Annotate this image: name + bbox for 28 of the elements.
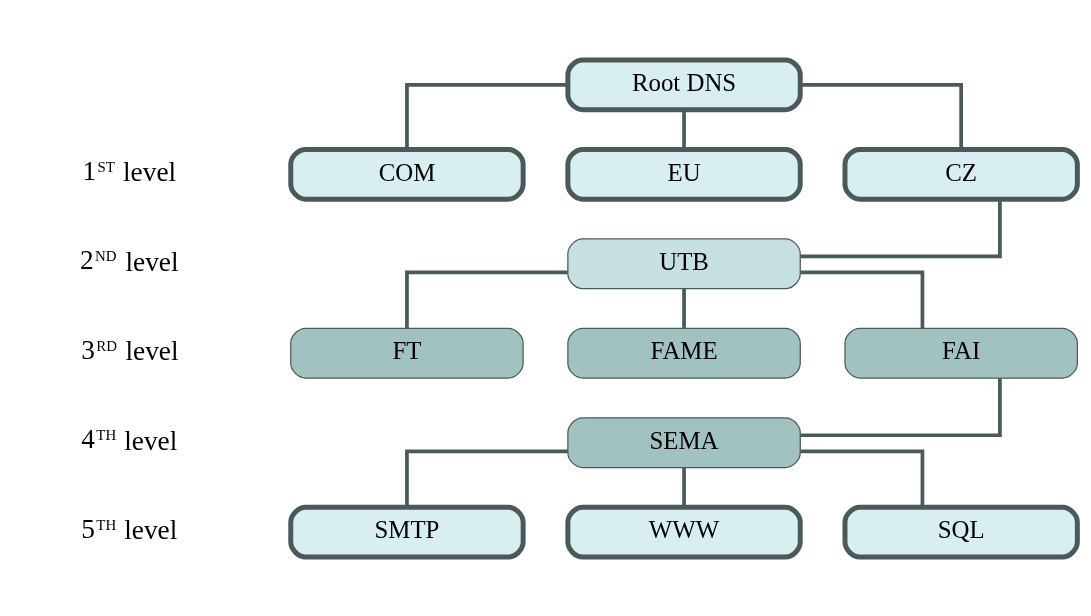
node-box: WWW — [565, 504, 803, 559]
connector — [682, 467, 686, 507]
connector — [800, 449, 925, 507]
label: 2$^{ND}$ level — [80, 244, 179, 277]
node-box: FAI — [844, 327, 1078, 379]
node-box: FT — [290, 327, 524, 379]
node-box: SQL — [842, 504, 1080, 559]
node-box: FAME — [567, 327, 801, 379]
label: 4$^{TH}$ level — [81, 423, 178, 456]
node-box: SMTP — [288, 504, 526, 559]
label: 1$^{ST}$ level — [82, 155, 177, 187]
connector — [405, 449, 568, 507]
node-box: SEMA — [567, 416, 801, 468]
node-box: UTB — [567, 237, 801, 289]
connector — [682, 109, 686, 149]
connector — [800, 270, 925, 328]
node-box: COM — [288, 146, 526, 202]
node-box: EU — [565, 146, 803, 202]
label: 3$^{RD}$ level — [81, 334, 179, 366]
connector — [405, 270, 568, 328]
node-box: CZ — [842, 146, 1080, 202]
node-box: Root DNS — [565, 57, 803, 112]
connector — [405, 82, 568, 149]
connector — [800, 377, 1002, 437]
connector — [800, 82, 964, 149]
connector — [682, 288, 686, 328]
label: 5$^{TH}$ level — [81, 513, 178, 545]
connector — [800, 198, 1002, 258]
